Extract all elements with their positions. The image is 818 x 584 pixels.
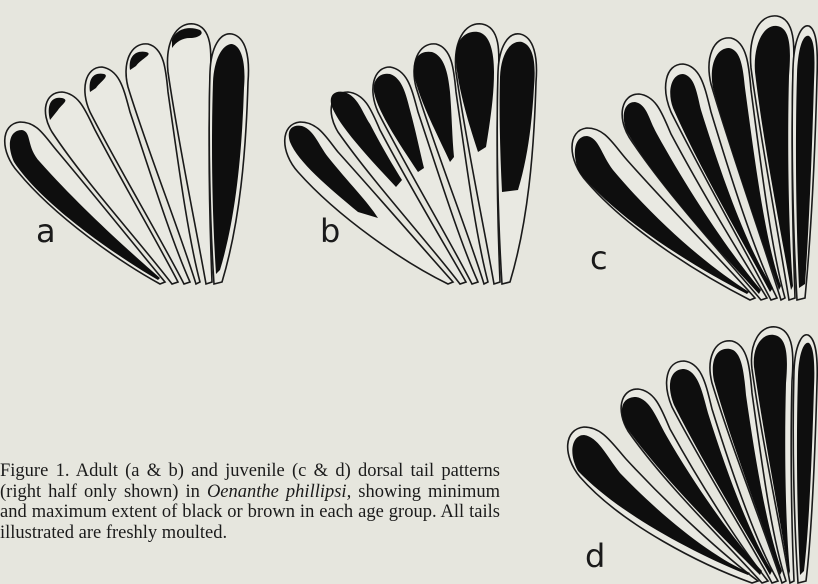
panel-label-d: d: [585, 540, 605, 572]
caption-species-name: Oenanthe phillipsi,: [207, 482, 351, 502]
panel-label-a: a: [36, 215, 56, 247]
figure-caption: Figure 1. Adult (a & b) and juvenile (c …: [0, 461, 500, 543]
panel-label-c: c: [590, 242, 608, 274]
tail-illustration-b: [278, 12, 540, 282]
tail-drawing-b: [278, 12, 540, 282]
panel-label-b: b: [320, 215, 340, 247]
